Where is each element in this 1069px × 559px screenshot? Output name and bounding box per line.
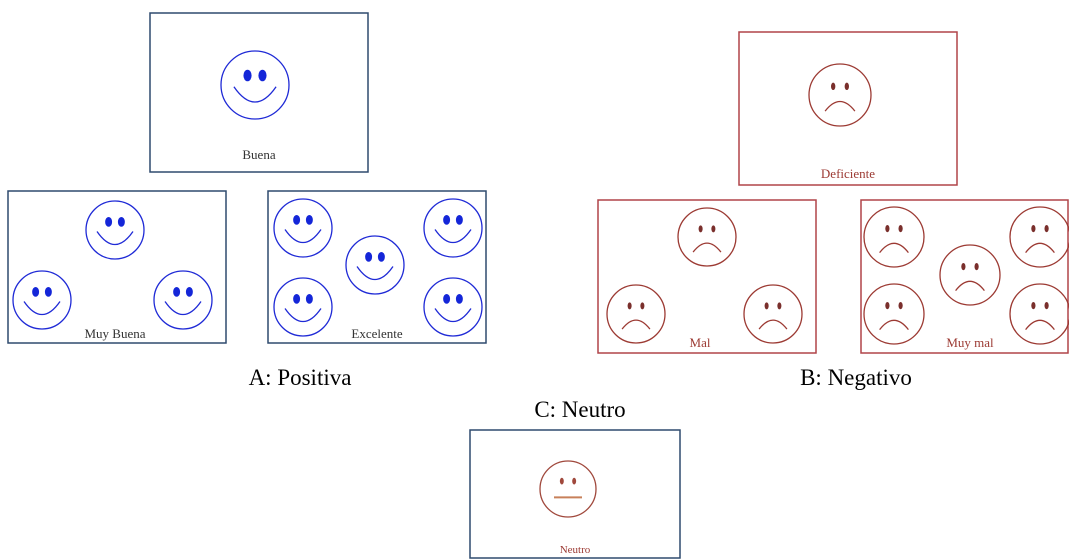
smiley-face-icon	[12, 270, 72, 330]
sad-face-icon	[1009, 283, 1069, 345]
panel-excelente	[267, 190, 487, 344]
smiley-face-icon	[345, 235, 405, 295]
sad-face-icon	[808, 63, 872, 127]
panel-neutro	[469, 429, 681, 559]
label-buena: Buena	[242, 147, 275, 162]
smiley-face-icon	[273, 277, 333, 337]
panel-buena	[149, 12, 369, 173]
positive-group: Buena Muy Buena Excelente A: Positiva	[7, 12, 487, 390]
label-excelente: Excelente	[351, 326, 402, 341]
panel-deficiente	[738, 31, 958, 186]
smiley-face-icon	[153, 270, 213, 330]
smiley-face-icon	[273, 198, 333, 258]
sad-face-icon	[863, 206, 925, 268]
caption-negative: B: Negativo	[800, 365, 912, 390]
label-muy-mal: Muy mal	[946, 335, 994, 350]
smiley-face-icon	[85, 200, 145, 260]
smiley-face-icon	[220, 50, 290, 120]
sad-face-icon	[863, 283, 925, 345]
caption-neutral: C: Neutro	[534, 397, 625, 422]
sad-face-icon	[677, 207, 737, 267]
neutral-face-icon	[539, 460, 597, 518]
panel-muy-mal	[860, 199, 1069, 354]
sad-face-icon	[743, 284, 803, 344]
label-neutro: Neutro	[560, 544, 591, 556]
caption-positive: A: Positiva	[249, 365, 352, 390]
panel-mal	[597, 199, 817, 354]
smiley-face-icon	[423, 277, 483, 337]
sad-face-icon	[1009, 206, 1069, 268]
neutral-group: C: Neutro Neutro	[469, 397, 681, 559]
smiley-face-icon	[423, 198, 483, 258]
sad-face-icon	[606, 284, 666, 344]
panel-muy-buena	[7, 190, 227, 344]
sad-face-icon	[939, 244, 1001, 306]
label-deficiente: Deficiente	[821, 166, 875, 181]
label-muy-buena: Muy Buena	[84, 326, 145, 341]
negative-group: Deficiente Mal Muy mal B: Negativo	[597, 31, 1069, 390]
label-mal: Mal	[690, 335, 711, 350]
